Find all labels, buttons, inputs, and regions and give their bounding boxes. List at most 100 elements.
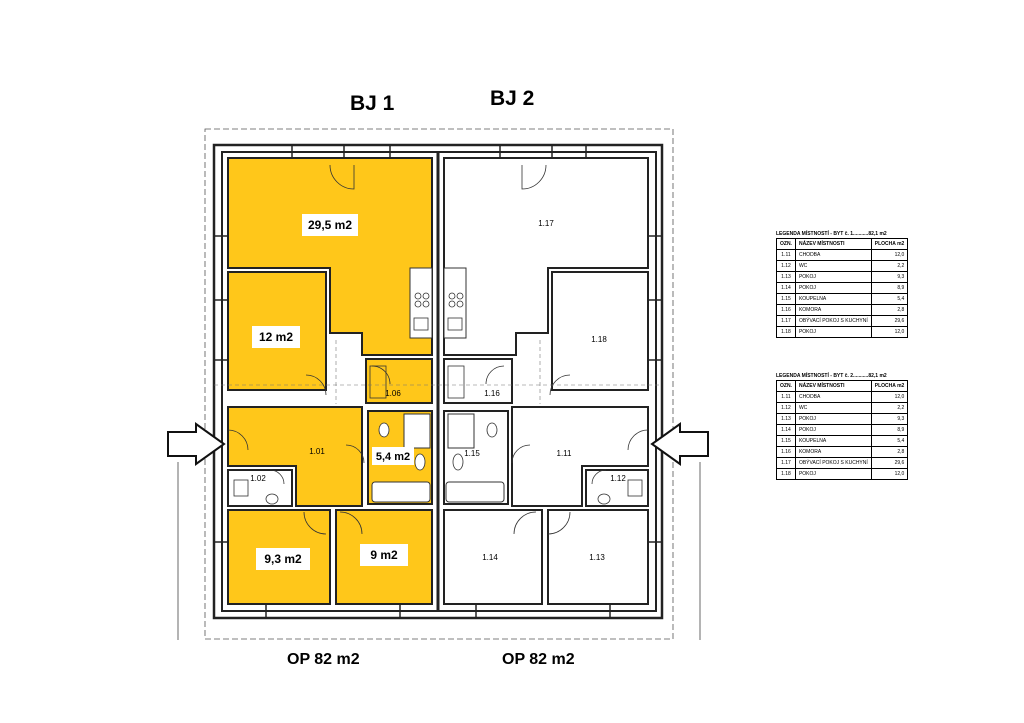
legend-area: 2,2 [870, 260, 909, 272]
legend-room: POKOJ [794, 282, 872, 294]
room-label-wc-bj1: 1.02 [250, 474, 266, 483]
door-swing [627, 429, 649, 451]
room-label-114-bj2: 1.14 [482, 553, 498, 562]
bathtub-icon [445, 481, 505, 503]
room-label-118-bj2: 1.18 [591, 335, 607, 344]
label-box [372, 447, 414, 465]
legend-header-row: OZN. NÁZEV MÍSTNOSTI PLOCHA m2 [776, 238, 909, 250]
legend-code: 1.11 [776, 249, 796, 261]
stove-burner-icon [448, 300, 456, 308]
legend-code: 1.12 [776, 260, 796, 272]
legend-room: KOUPELNA [794, 435, 872, 447]
label-box [302, 214, 358, 236]
room-label-106-bj1: 1.06 [385, 389, 401, 398]
legend-room: WC [794, 260, 872, 272]
legend-room: CHODBA [794, 249, 872, 261]
stove-burner-icon [422, 292, 430, 300]
entrance-arrow-left-icon [167, 422, 226, 466]
door-swing [345, 444, 365, 464]
toilet-icon [265, 493, 279, 505]
legend-room: CHODBA [794, 391, 872, 403]
toilet-icon [486, 422, 498, 438]
door-swing [269, 469, 285, 485]
legend-room: WC [794, 402, 872, 414]
legend-code: 1.16 [776, 304, 796, 316]
room-label-living-bj2: 1.17 [538, 219, 554, 228]
legend-header-row: OZN. NÁZEV MÍSTNOSTI PLOCHA m2 [776, 380, 909, 392]
legend-area: 29,6 [870, 457, 909, 469]
stove-burner-icon [414, 292, 422, 300]
legend-code: 1.18 [776, 326, 796, 338]
door-swing [329, 164, 355, 190]
toilet-icon [378, 422, 390, 438]
room-living-kitchen-bj1 [227, 157, 433, 356]
legend-area: 9,3 [870, 413, 909, 425]
legend-area: 29,6 [870, 315, 909, 327]
plot-boundary [204, 128, 674, 640]
door-swing [485, 365, 505, 385]
room-113-bj2 [547, 509, 649, 605]
door-swing [227, 429, 249, 451]
stove-burner-icon [448, 292, 456, 300]
sink-icon [413, 317, 429, 331]
legend-title: LEGENDA MÍSTNOSTÍ - BYT č. 2...........8… [776, 373, 887, 379]
door-swing [303, 511, 327, 535]
legend-area: 12,0 [870, 391, 909, 403]
legend-room: KOMORA [794, 304, 872, 316]
room-label-12-bj1: 12 m2 [259, 330, 293, 344]
room-legend-1: LEGENDA MÍSTNOSTÍ - BYT č. 1...........8… [776, 230, 909, 338]
legend-area: 12,0 [870, 249, 909, 261]
door-swing [339, 511, 363, 535]
washbasin-icon [414, 453, 426, 471]
stove-burner-icon [414, 300, 422, 308]
room-legend-2: LEGENDA MÍSTNOSTÍ - BYT č. 2...........8… [776, 372, 909, 480]
legend-room: KOUPELNA [794, 293, 872, 305]
legend-title: LEGENDA MÍSTNOSTÍ - BYT č. 1...........8… [776, 231, 887, 237]
legend-room: POKOJ [794, 468, 872, 480]
stove-burner-icon [456, 292, 464, 300]
legend-area: 8,9 [870, 424, 909, 436]
legend-code: 1.15 [776, 293, 796, 305]
room-hall-bj2 [511, 406, 649, 507]
room-label-hall-bj1: 1.01 [309, 447, 325, 456]
room-label-bath-bj1: 5,4 m2 [376, 451, 410, 463]
legend-code: 1.18 [776, 468, 796, 480]
legend-header-cell: OZN. [776, 380, 796, 392]
label-box [256, 548, 310, 570]
sink-icon [447, 317, 463, 331]
legend-code: 1.17 [776, 315, 796, 327]
door-swing [511, 444, 531, 464]
room-label-wc-bj2: 1.12 [610, 474, 626, 483]
stove-burner-icon [422, 300, 430, 308]
door-swing [547, 511, 571, 535]
shower-icon [403, 413, 431, 449]
storage-shelf-icon [369, 365, 387, 399]
room-hall-bj1 [227, 406, 363, 507]
legend-area: 5,4 [870, 293, 909, 305]
wc-basin-icon [233, 479, 249, 497]
legend-area: 2,8 [870, 446, 909, 458]
legend-area: 5,4 [870, 435, 909, 447]
legend-code: 1.12 [776, 402, 796, 414]
door-swing [513, 511, 537, 535]
legend-code: 1.16 [776, 446, 796, 458]
label-box [252, 326, 300, 348]
room-label-113-bj2: 1.13 [589, 553, 605, 562]
unit-area-bj1: OP 82 m2 [287, 651, 360, 668]
legend-room: POKOJ [794, 424, 872, 436]
legend-code: 1.13 [776, 271, 796, 283]
legend-header-cell: NÁZEV MÍSTNOSTI [794, 380, 872, 392]
